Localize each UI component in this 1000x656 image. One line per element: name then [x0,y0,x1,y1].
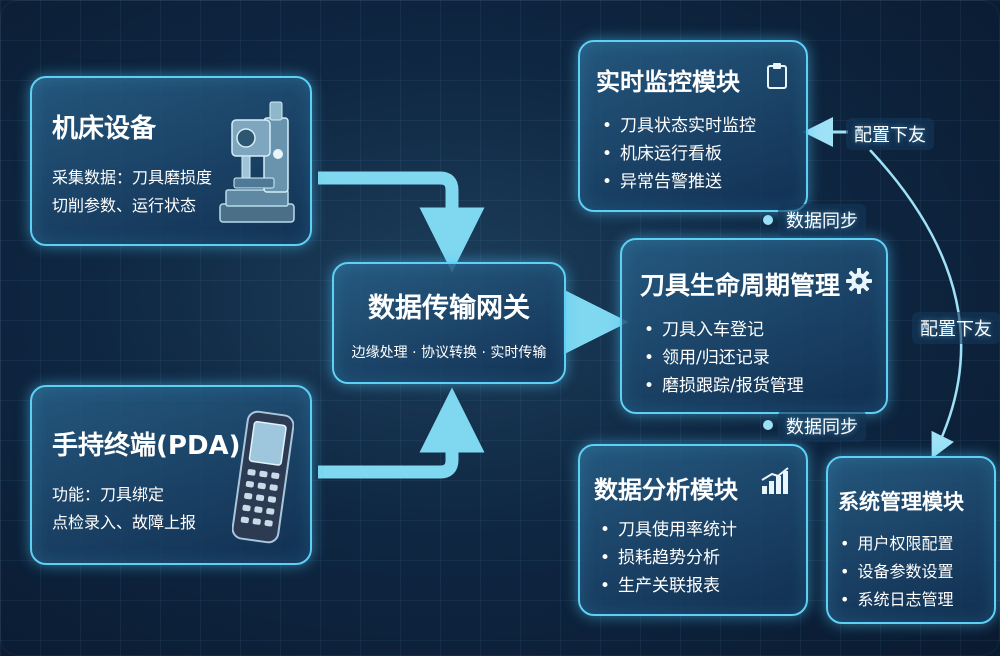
pda-desc-2: 点检录入、故障上报 [52,513,197,532]
pda-icon [232,410,294,544]
system-card: 系统管理模块 用户权限配置 设备参数设置 系统日志管理 [826,456,996,624]
clipboard-icon [767,63,787,89]
list-item: 用户权限配置 [840,530,953,558]
system-title: 系统管理模块 [838,490,964,514]
machine-tool-icon [219,101,295,223]
list-item: 领用/归还记录 [644,344,804,372]
gear-icon [846,268,872,294]
list-item: 刀具入车登记 [644,316,804,344]
machine-desc-2: 切削参数、运行状态 [52,196,197,215]
gateway-card: 数据传输网关 边缘处理 · 协议转换 · 实时传输 [332,262,566,384]
list-item: 系统日志管理 [840,586,953,614]
list-item: 机床运行看板 [602,140,756,168]
analysis-card: 数据分析模块 刀具使用率统计 损耗趋势分析 生产关联报表 [578,444,808,616]
pda-to-gateway-arrow [318,387,485,479]
machine-title: 机床设备 [52,114,157,144]
config-down-label-1: 配置下友 [846,118,934,150]
analysis-list: 刀具使用率统计 损耗趋势分析 生产关联报表 [600,516,737,600]
analysis-title: 数据分析模块 [594,476,738,504]
sync-dot-1 [763,215,773,225]
sync-dot-2 [763,420,773,430]
list-item: 异常告警推送 [602,168,756,196]
monitor-title: 实时监控模块 [596,68,740,96]
config-down-label-2: 配置下友 [912,312,1000,344]
config-to-system-curve [869,149,963,459]
machine-to-gateway-arrow [318,171,485,273]
pda-desc-1: 功能：刀具绑定 [52,485,165,504]
pda-title: 手持终端(PDA) [52,431,241,461]
list-item: 设备参数设置 [840,558,953,586]
lifecycle-card: 刀具生命周期管理 刀具入车登记 领用/归还记录 磨损跟踪/报货管理 [620,238,888,414]
gateway-subtitle: 边缘处理 · 协议转换 · 实时传输 [351,345,547,361]
data-sync-label-2: 数据同步 [778,410,866,442]
list-item: 磨损跟踪/报货管理 [644,372,804,400]
list-item: 刀具状态实时监控 [602,112,756,140]
bar-chart-icon [761,467,789,494]
lifecycle-list: 刀具入车登记 领用/归还记录 磨损跟踪/报货管理 [644,316,804,400]
lifecycle-title: 刀具生命周期管理 [640,271,841,300]
monitor-card: 实时监控模块 刀具状态实时监控 机床运行看板 异常告警推送 [578,40,808,212]
list-item: 生产关联报表 [600,572,737,600]
pda-card: 手持终端(PDA) 功能：刀具绑定 点检录入、故障上报 [30,385,312,565]
system-list: 用户权限配置 设备参数设置 系统日志管理 [840,530,953,614]
machine-card: 机床设备 采集数据：刀具磨损度 切削参数、运行状态 [30,76,312,246]
list-item: 损耗趋势分析 [600,544,737,572]
monitor-list: 刀具状态实时监控 机床运行看板 异常告警推送 [602,112,756,196]
list-item: 刀具使用率统计 [600,516,737,544]
machine-desc-1: 采集数据：刀具磨损度 [52,168,213,187]
data-sync-label-1: 数据同步 [778,204,866,236]
gateway-title: 数据传输网关 [368,293,530,324]
